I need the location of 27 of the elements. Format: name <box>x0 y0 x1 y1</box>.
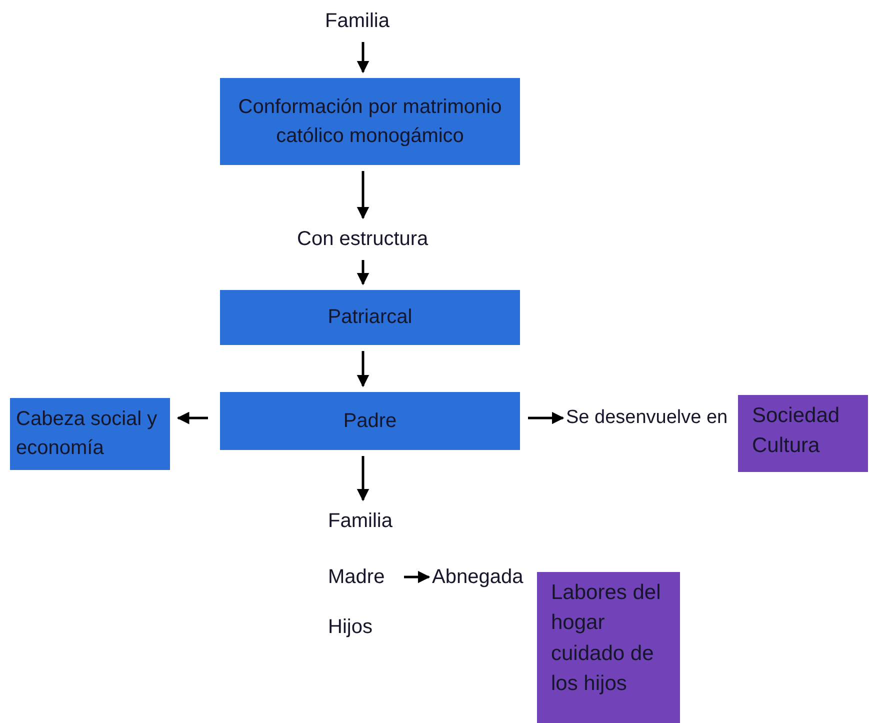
arrow <box>356 456 370 502</box>
text-label: Familia <box>325 8 390 34</box>
process-box <box>220 78 520 165</box>
text-label: Con estructura <box>297 226 428 252</box>
text-label: Abnegada <box>432 564 524 590</box>
process-box <box>220 392 520 450</box>
arrow <box>356 171 370 220</box>
text-label: Familia <box>328 508 392 534</box>
box-label: Labores del hogar cuidado de los hijos <box>551 580 662 698</box>
text-label: Hijos <box>328 614 372 640</box>
process-box <box>10 398 170 470</box>
box-label: Patriarcal <box>328 305 412 330</box>
arrow <box>176 412 208 424</box>
arrow <box>404 570 430 584</box>
note-box <box>537 572 680 723</box>
box-label: Padre <box>343 408 397 434</box>
box-label: Conformación por matrimonio católico monogámico <box>237 94 503 148</box>
text-label: Se desenvuelve en <box>566 406 728 430</box>
note-box <box>738 395 868 472</box>
arrow <box>528 412 564 424</box>
box-label: Cabeza social y economía <box>16 407 158 461</box>
arrow <box>356 351 370 388</box>
process-box <box>220 290 520 345</box>
box-label: Sociedad Cultura <box>752 403 841 460</box>
arrow <box>356 42 370 74</box>
arrow <box>356 260 370 286</box>
text-label: Madre <box>328 564 385 590</box>
